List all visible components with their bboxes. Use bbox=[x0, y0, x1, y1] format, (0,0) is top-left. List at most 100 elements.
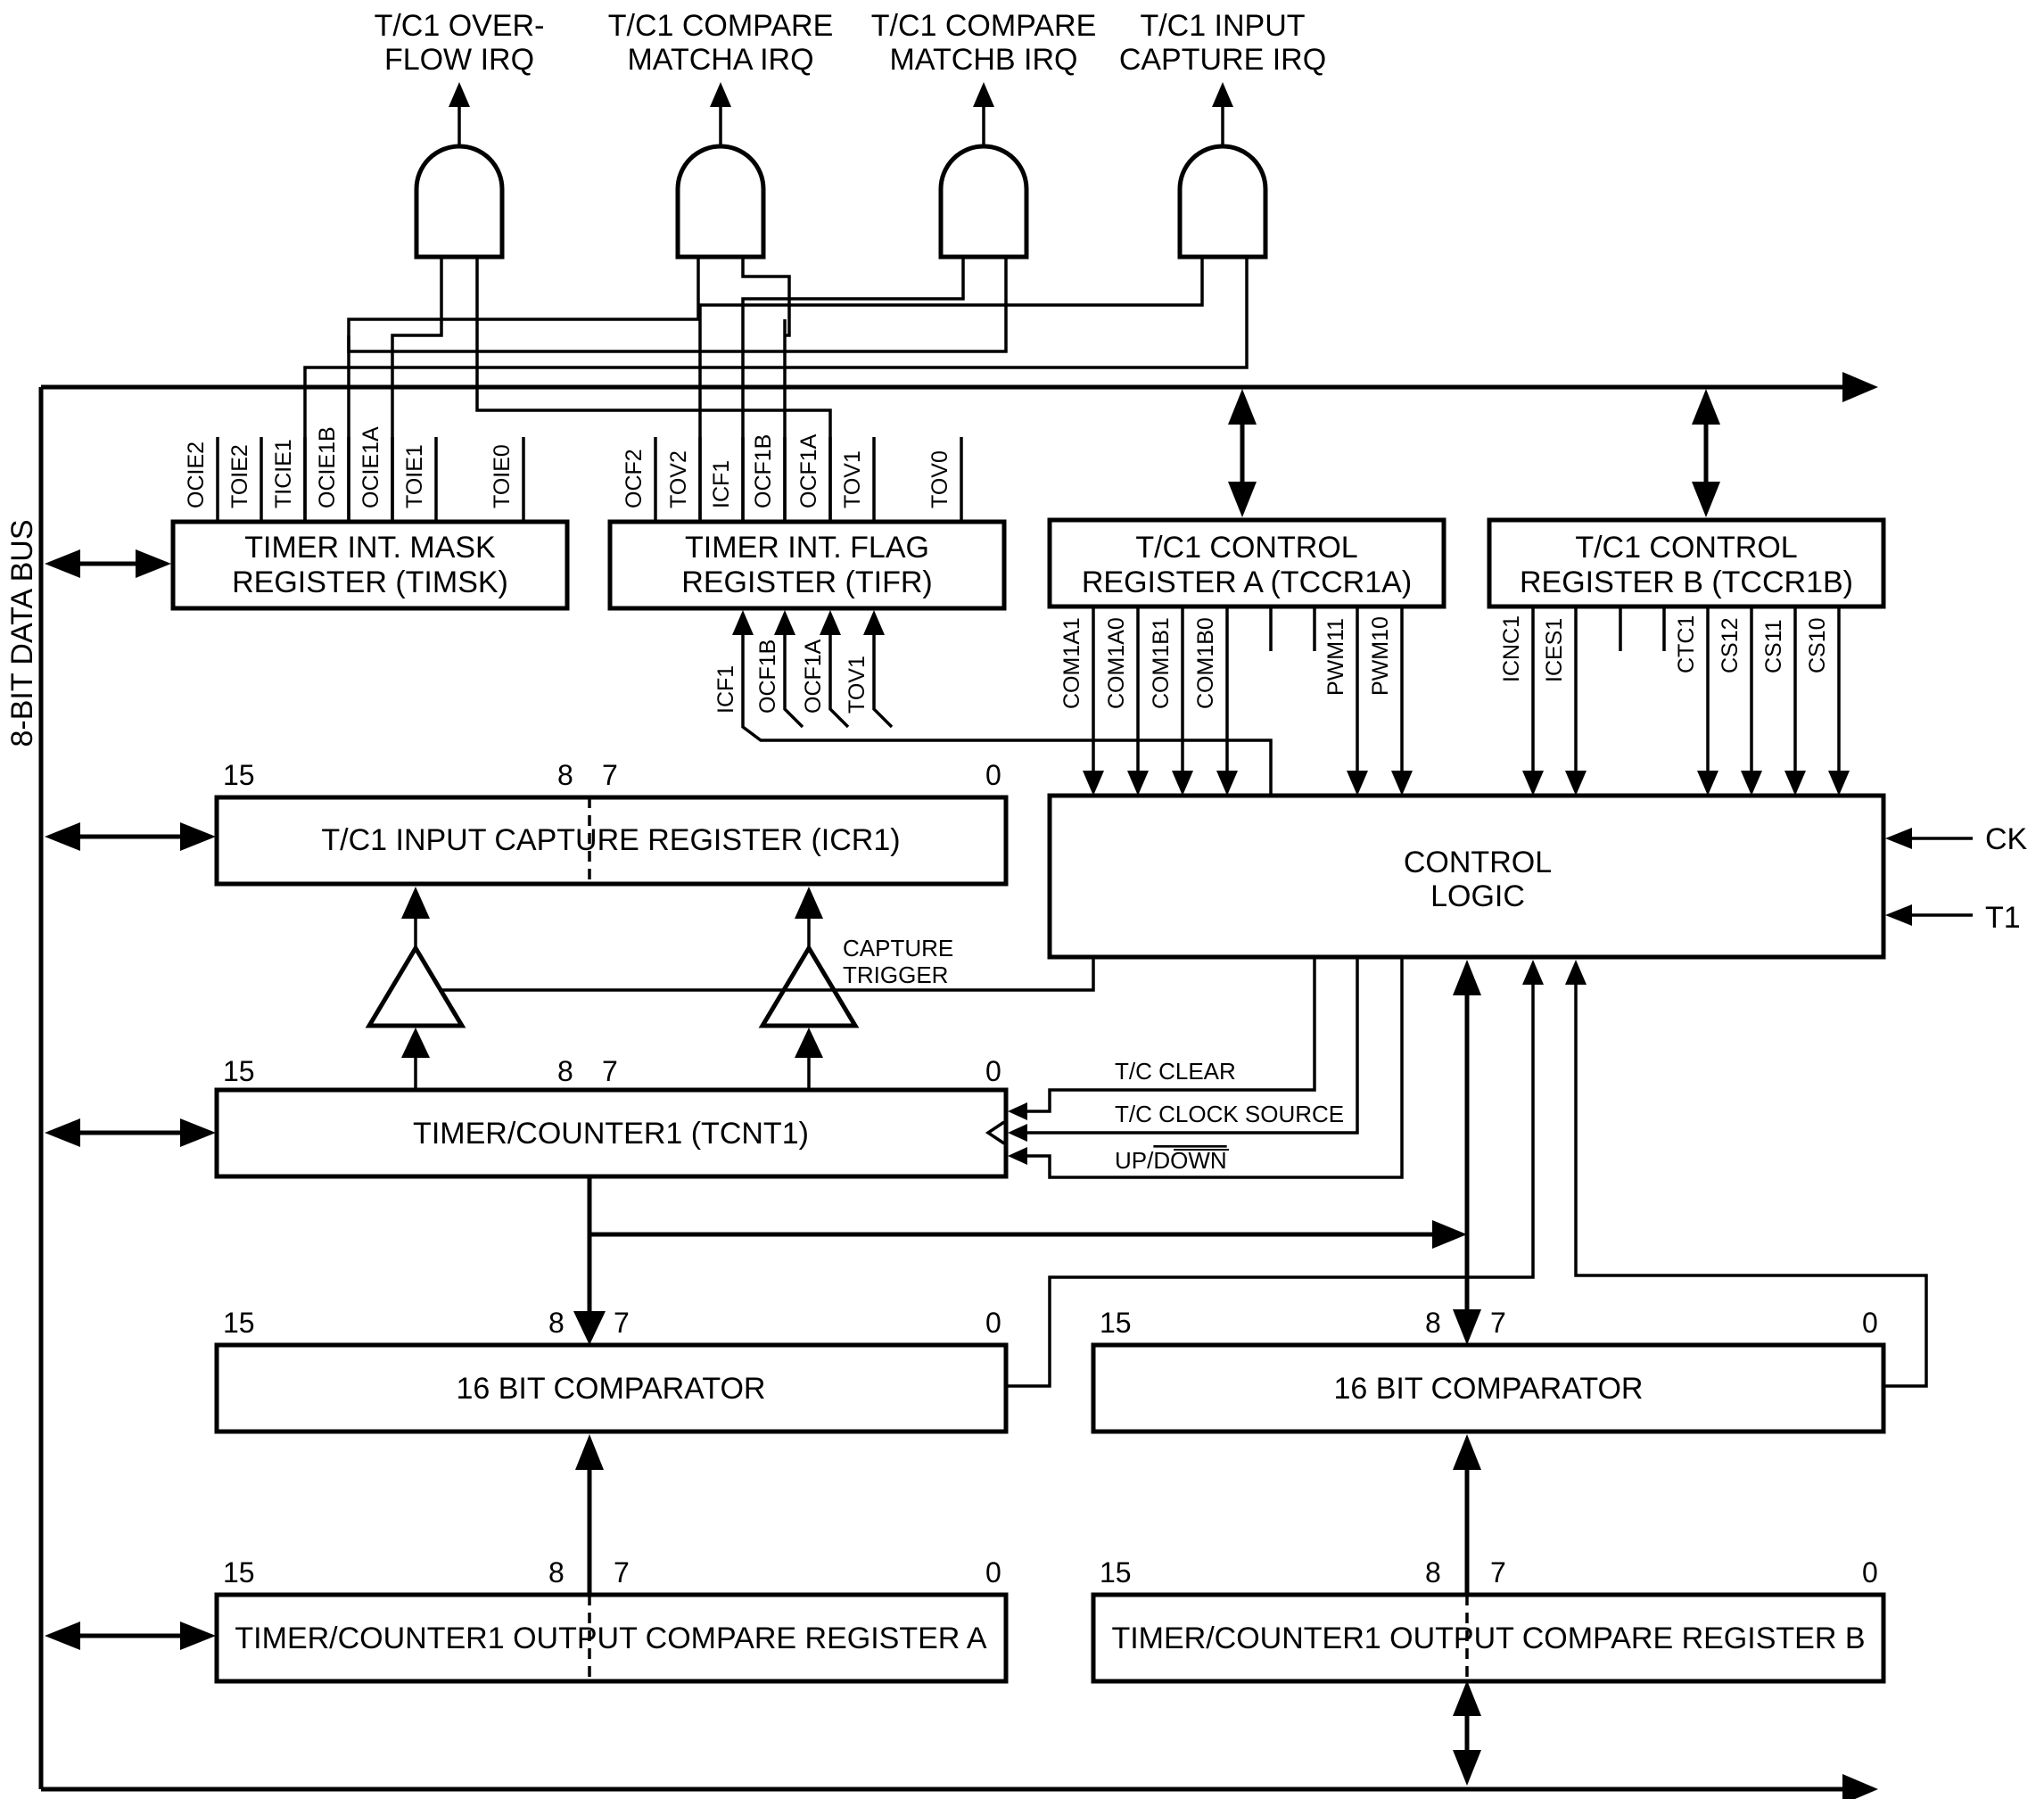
tccr1b-bits: ICNC1 ICES1 CTC1 CS12 CS11 CS10 bbox=[1499, 608, 1850, 796]
tcnt1-to-comparators bbox=[573, 1176, 1467, 1345]
bit-ocf1a-top: OCF1A bbox=[796, 433, 821, 508]
bit-ocf2: OCF2 bbox=[622, 449, 647, 508]
tifr-register bbox=[607, 519, 1007, 611]
svg-text:0: 0 bbox=[1862, 1307, 1878, 1339]
bit-tov1-bottom: TOV1 bbox=[845, 656, 870, 714]
svg-text:15: 15 bbox=[1100, 1556, 1132, 1589]
bit-ices1: ICES1 bbox=[1542, 618, 1567, 682]
bit-ocie1b: OCIE1B bbox=[315, 426, 340, 508]
data-bus bbox=[38, 372, 1878, 1799]
svg-text:7: 7 bbox=[1490, 1307, 1506, 1339]
ck-input-label: CK bbox=[1985, 822, 2028, 856]
ocr1a-label: TIMER/COUNTER1 OUTPUT COMPARE REGISTER A bbox=[235, 1622, 986, 1655]
bit-toie2: TOIE2 bbox=[227, 444, 252, 508]
bit-cs11: CS11 bbox=[1761, 619, 1786, 673]
and-gate-match-b bbox=[938, 144, 1029, 260]
svg-text:8: 8 bbox=[1425, 1307, 1441, 1339]
svg-text:0: 0 bbox=[985, 1556, 1001, 1589]
irq-capture-line2: CAPTURE IRQ bbox=[1119, 43, 1326, 77]
svg-text:7: 7 bbox=[1490, 1556, 1506, 1589]
bit-toie0: TOIE0 bbox=[490, 444, 515, 508]
svg-text:7: 7 bbox=[614, 1556, 630, 1589]
bit-com1b0: COM1B0 bbox=[1193, 617, 1218, 709]
bit-ctc1: CTC1 bbox=[1674, 615, 1699, 673]
bit-toie1: TOIE1 bbox=[402, 444, 427, 508]
timsk-register bbox=[170, 519, 570, 611]
tcnt1-label: TIMER/COUNTER1 (TCNT1) bbox=[413, 1117, 809, 1151]
svg-text:8: 8 bbox=[557, 759, 573, 791]
bit-icf1-top: ICF1 bbox=[709, 460, 734, 508]
control-logic-line2: LOGIC bbox=[1430, 879, 1525, 913]
timsk-line1: TIMER INT. MASK bbox=[244, 531, 496, 565]
svg-text:0: 0 bbox=[1862, 1556, 1878, 1589]
svg-text:0: 0 bbox=[985, 759, 1001, 791]
bit-com1a0: COM1A0 bbox=[1104, 617, 1129, 709]
tifr-top-bits: OCF2 TOV2 ICF1 OCF1B OCF1A TOV1 TOV0 bbox=[622, 433, 963, 522]
svg-text:15: 15 bbox=[1100, 1307, 1132, 1339]
icr1-bit-numbers: 15 8 7 0 bbox=[223, 759, 1001, 791]
irq-match-b-line2: MATCHB IRQ bbox=[890, 43, 1078, 77]
svg-text:0: 0 bbox=[985, 1055, 1001, 1087]
ocr1b-label: TIMER/COUNTER1 OUTPUT COMPARE REGISTER B bbox=[1111, 1622, 1865, 1655]
tccr1b-line2: REGISTER B (TCCR1B) bbox=[1520, 565, 1853, 599]
bit-pwm10: PWM10 bbox=[1368, 616, 1393, 696]
comparator-a-label: 16 BIT COMPARATOR bbox=[456, 1372, 765, 1406]
up-down-label: UP/DOWN bbox=[1115, 1147, 1227, 1174]
ocr1b-register bbox=[1091, 1592, 1886, 1684]
svg-text:15: 15 bbox=[223, 1307, 255, 1339]
control-to-comparator-b bbox=[1006, 960, 1928, 1388]
t1-input-label: T1 bbox=[1985, 901, 2021, 935]
comparator-a bbox=[214, 1342, 1009, 1434]
tc-clear-label: T/C CLEAR bbox=[1115, 1058, 1236, 1085]
svg-text:8: 8 bbox=[1425, 1556, 1441, 1589]
comparator-b bbox=[1091, 1342, 1886, 1434]
svg-text:15: 15 bbox=[223, 759, 255, 791]
and-gate-capture bbox=[1177, 144, 1268, 260]
timsk-line2: REGISTER (TIMSK) bbox=[232, 565, 508, 599]
bit-icnc1: ICNC1 bbox=[1499, 615, 1524, 682]
comparator-a-bit-numbers: 15 8 7 0 bbox=[223, 1307, 1001, 1339]
control-logic-line1: CONTROL bbox=[1404, 846, 1552, 879]
tcnt1-bit-numbers: 15 8 7 0 bbox=[223, 1055, 1001, 1087]
tcnt1-control-signals bbox=[1008, 957, 1404, 1179]
bit-tov2: TOV2 bbox=[666, 450, 691, 508]
tc-clock-source-label: T/C CLOCK SOURCE bbox=[1115, 1101, 1344, 1127]
data-bus-label: 8-BIT DATA BUS bbox=[5, 519, 39, 747]
svg-text:7: 7 bbox=[602, 1055, 618, 1087]
ocr1a-register bbox=[214, 1592, 1009, 1684]
irq-capture-line1: T/C1 INPUT bbox=[1140, 9, 1305, 43]
bit-ticie1: TICIE1 bbox=[271, 439, 296, 508]
bit-tov1-top: TOV1 bbox=[840, 450, 865, 508]
tccr1b-register bbox=[1487, 517, 1886, 609]
svg-text:7: 7 bbox=[614, 1307, 630, 1339]
bit-tov0: TOV0 bbox=[927, 450, 952, 508]
timsk-bits: OCIE2 TOIE2 TICIE1 OCIE1B OCIE1A TOIE1 T… bbox=[184, 426, 525, 522]
bit-com1a1: COM1A1 bbox=[1059, 617, 1084, 709]
svg-text:8: 8 bbox=[557, 1055, 573, 1087]
bit-com1b1: COM1B1 bbox=[1149, 617, 1174, 709]
svg-text:15: 15 bbox=[223, 1055, 255, 1087]
irq-match-b-line1: T/C1 COMPARE bbox=[871, 9, 1097, 43]
tifr-line1: TIMER INT. FLAG bbox=[685, 531, 929, 565]
and-gates bbox=[414, 82, 1268, 260]
bit-icf1-bottom: ICF1 bbox=[713, 665, 738, 714]
tifr-bottom-bits: ICF1 OCF1B OCF1A TOV1 bbox=[713, 610, 1273, 796]
svg-text:15: 15 bbox=[223, 1556, 255, 1589]
irq-match-a-line1: T/C1 COMPARE bbox=[608, 9, 834, 43]
tccr1a-register bbox=[1047, 517, 1446, 609]
tccr1a-line1: T/C1 CONTROL bbox=[1135, 531, 1357, 565]
svg-text:8: 8 bbox=[548, 1556, 565, 1589]
irq-overflow-line1: T/C1 OVER- bbox=[375, 9, 545, 43]
bit-ocf1a-bottom: OCF1A bbox=[801, 639, 826, 714]
bit-ocie1a: OCIE1A bbox=[359, 426, 383, 508]
icr1-register bbox=[214, 795, 1009, 887]
svg-text:0: 0 bbox=[985, 1307, 1001, 1339]
ocr-to-comparators bbox=[575, 1434, 1481, 1595]
svg-text:8: 8 bbox=[548, 1307, 565, 1339]
control-logic-block bbox=[1047, 793, 1886, 960]
capture-trigger-line1: CAPTURE bbox=[843, 935, 953, 961]
comparator-b-bit-numbers: 15 8 7 0 bbox=[1100, 1307, 1878, 1339]
and-gate-match-a bbox=[675, 144, 766, 260]
bus-arrows bbox=[45, 389, 1720, 1786]
irq-labels: T/C1 OVER- FLOW IRQ T/C1 COMPARE MATCHA … bbox=[375, 9, 1327, 77]
